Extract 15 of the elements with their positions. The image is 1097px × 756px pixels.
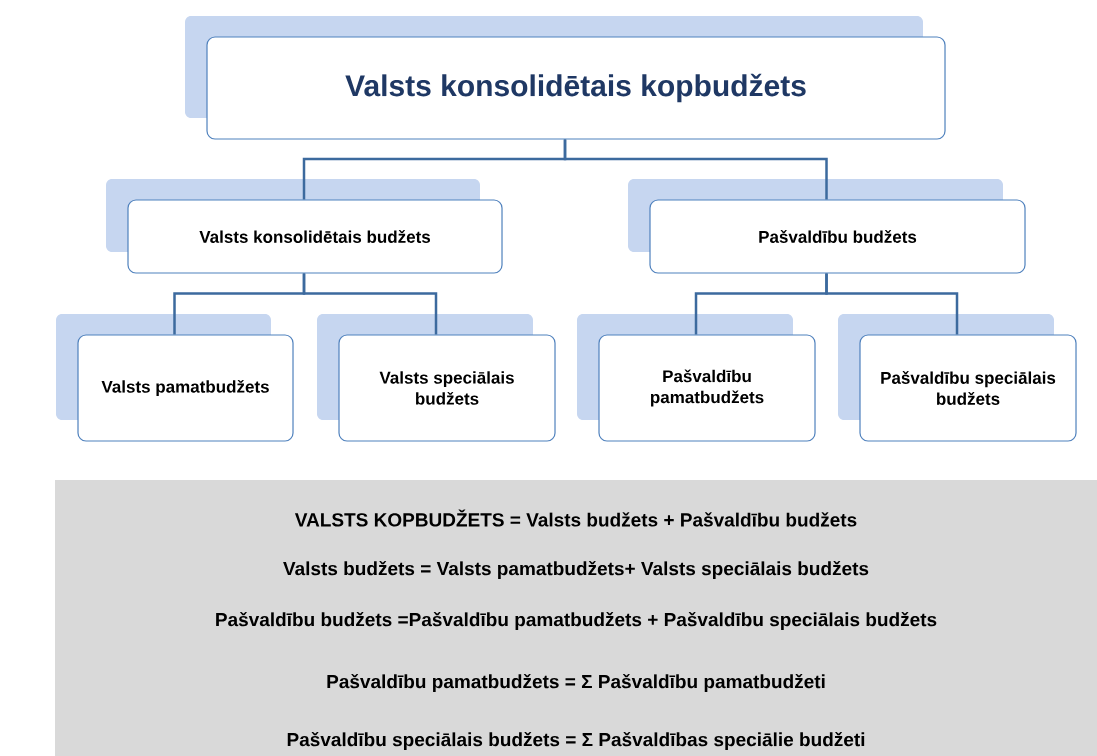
org-box: Valsts konsolidētais kopbudžets	[185, 16, 946, 140]
connector	[563, 139, 828, 200]
formula-line: VALSTS KOPBUDŽETS = Valsts budžets + Pašvaldību budžets	[294, 509, 857, 527]
org-box: Valsts speciālais budžets	[317, 314, 556, 442]
org-box: Pašvaldību pamatbudžets	[577, 314, 816, 442]
org-box: Valsts konsolidētais budžets	[106, 179, 503, 274]
formula-line: Pašvaldību pamatbudžets = Σ Pašvaldību pamatbudžeti	[327, 673, 825, 693]
formula-line: Pašvaldību speciālais budžets = Σ Pašvaldības speciālie budžeti	[287, 731, 865, 751]
formula-line: Pašvaldību budžets =Pašvaldību pamatbudžets + Pašvaldību speciālais budžets	[216, 611, 937, 631]
org-box: Valsts pamatbudžets	[56, 314, 294, 442]
formula-line: Valsts budžets = Valsts pamatbudžets+ Valsts speciālais budžets	[283, 560, 869, 580]
connector	[825, 273, 959, 335]
org-box: Pašvaldību speciālais budžets	[838, 314, 1077, 442]
org-box: Pašvaldību budžets	[628, 179, 1026, 274]
connector	[302, 273, 438, 335]
